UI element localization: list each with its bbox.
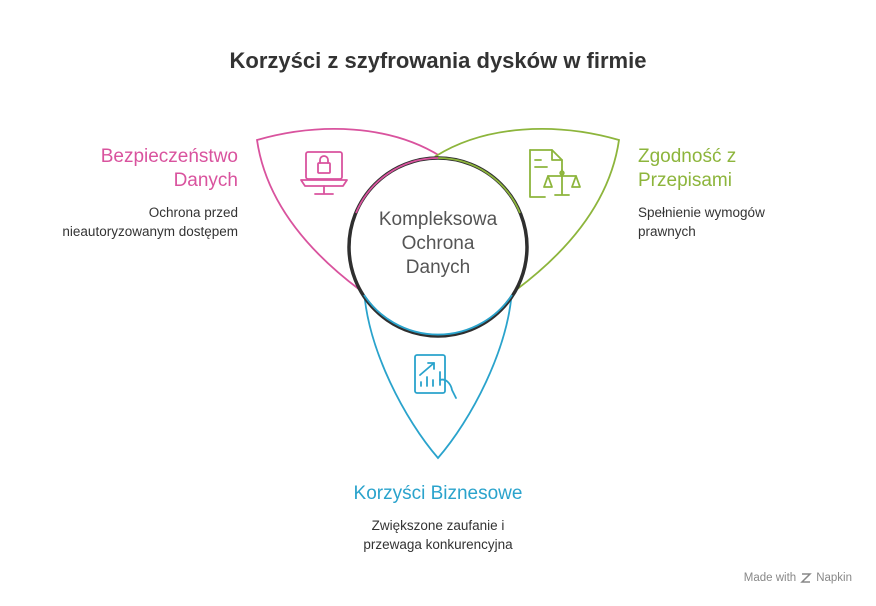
center-arc-business [363, 294, 513, 336]
center-label-line-1: Kompleksowa [378, 209, 498, 230]
pillar-title-security-line-2: Danych [173, 170, 238, 191]
pillar-desc-business-line-1: Zwiększone zaufanie i [371, 518, 505, 533]
document-scales-icon [529, 149, 581, 198]
pillar-title-compliance: Zgodność z Przepisami [638, 145, 838, 193]
pillar-desc-compliance: Spełnienie wymogów prawnych [638, 203, 858, 241]
napkin-watermark[interactable]: Made with Napkin [744, 572, 852, 584]
napkin-logo-icon [800, 573, 812, 583]
petal-business [363, 289, 513, 460]
pillar-title-compliance-line-2: Przepisami [638, 170, 732, 191]
center-arc-compliance [437, 157, 521, 214]
center-arc-security [355, 157, 439, 214]
laptop-lock-icon [300, 151, 348, 195]
brand-name: Napkin [816, 572, 852, 584]
pillar-desc-business-line-2: przewaga konkurencyjna [363, 537, 513, 552]
pillar-desc-security: Ochrona przed nieautoryzowanym dostępem [0, 203, 238, 241]
pillar-title-security: Bezpieczeństwo Danych [38, 145, 238, 193]
pillar-title-business-line-1: Korzyści Biznesowe [353, 483, 523, 504]
tablet-chart-icon [414, 354, 457, 399]
pillar-title-business: Korzyści Biznesowe [288, 482, 588, 506]
pillar-desc-security-line-1: Ochrona przed [148, 205, 238, 220]
pillar-desc-compliance-line-1: Spełnienie wymogów [638, 205, 765, 220]
center-label-line-2: Ochrona [401, 233, 475, 254]
pillar-title-security-line-1: Bezpieczeństwo [100, 146, 238, 167]
diagram-title: Korzyści z szyfrowania dysków w firmie [229, 48, 647, 73]
brand-prefix: Made with [743, 572, 797, 584]
center-label: Kompleksowa Ochrona Danych [358, 208, 518, 280]
pillar-desc-business: Zwiększone zaufanie i przewaga konkurenc… [288, 516, 588, 554]
pillar-title-compliance-line-1: Zgodność z [638, 146, 737, 167]
pillar-desc-compliance-line-2: prawnych [638, 224, 696, 239]
pillar-desc-security-line-2: nieautoryzowanym dostępem [62, 224, 238, 239]
center-label-line-3: Danych [405, 257, 471, 278]
